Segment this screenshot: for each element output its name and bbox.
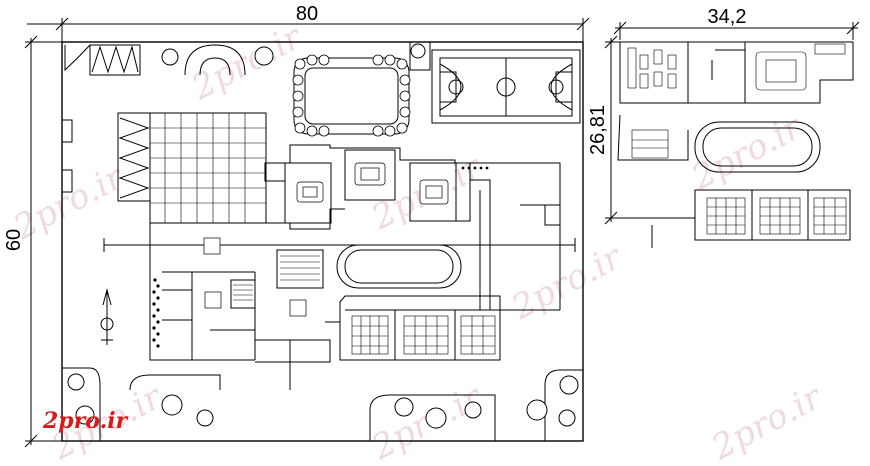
inset-building-windows bbox=[706, 197, 847, 235]
site-width-label: 80 bbox=[296, 3, 318, 25]
inset-height-label: 26,81 bbox=[587, 105, 609, 155]
north-arrow-icon bbox=[100, 288, 114, 345]
stair-treads bbox=[233, 255, 320, 301]
classroom-tables bbox=[203, 162, 449, 317]
site-height-label: 60 bbox=[3, 229, 25, 251]
inset-plan bbox=[611, 41, 854, 248]
watermark-4: 2pro.ir bbox=[505, 237, 630, 329]
site-boundary bbox=[61, 41, 584, 442]
site-logo: 2pro.ir bbox=[42, 408, 129, 434]
dimension-labels: 80 60 34,2 26,81 bbox=[3, 3, 746, 251]
lower-wing-windows bbox=[351, 315, 496, 355]
basketball-court bbox=[431, 49, 581, 124]
bottom-trees bbox=[67, 373, 579, 429]
top-trees bbox=[161, 43, 426, 66]
garden-trees bbox=[292, 54, 411, 137]
dimension-lines bbox=[24, 17, 860, 448]
hedge-dots bbox=[152, 166, 489, 348]
inset-width-label: 34,2 bbox=[708, 6, 747, 28]
top-left-landscape bbox=[64, 41, 431, 76]
main-building bbox=[103, 112, 576, 390]
boundary-notches bbox=[62, 119, 73, 193]
oval-garden bbox=[293, 57, 410, 135]
bottom-landscape bbox=[62, 367, 583, 441]
watermark-layer: 2pro.ir 2pro.ir 2pro.ir 2pro.ir 2pro.ir … bbox=[7, 17, 830, 466]
watermark-8: 2pro.ir bbox=[705, 377, 830, 466]
inset-furniture bbox=[627, 43, 846, 159]
